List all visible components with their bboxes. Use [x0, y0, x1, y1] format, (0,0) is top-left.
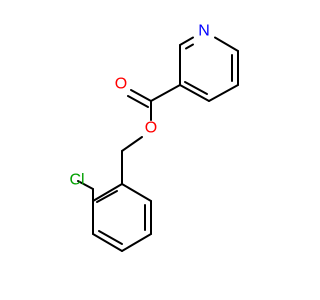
bond-pyridine-c2-n-double: [185, 43, 194, 50]
ester-oxygen-label: O: [145, 120, 157, 137]
bond-pyridine-n-c6: [214, 36, 239, 52]
bond-pyridine-c5-c4: [208, 84, 239, 102]
bond-ester-o-ch2: [121, 136, 143, 152]
bond-ring-carbonyl: [150, 84, 181, 102]
bond-benzene-c1-c2: [92, 183, 123, 202]
bond-pyridine-c4-c3-double: [184, 81, 208, 95]
bond-benzene-c4-c5: [121, 233, 152, 252]
bond-benzene-c6-c1: [121, 183, 152, 202]
bond-carbonyl-double-2: [127, 95, 149, 108]
bond-benzene-c3-c4: [92, 233, 123, 252]
bond-benzene-c3-c4-double: [98, 230, 123, 245]
bond-carbonyl-double-1: [130, 89, 152, 102]
bond-pyridine-c2-n: [179, 36, 194, 46]
chlorine-label: Cl: [69, 172, 84, 189]
carbonyl-oxygen-label: O: [115, 76, 127, 93]
bond-pyridine-c4-c3: [179, 84, 210, 102]
nitrogen-label: N: [198, 23, 210, 40]
bond-benzene-cl-ext: [77, 180, 94, 190]
bond-benzene-c1-c2-double: [96, 190, 118, 203]
molecule-structure: N O O Cl: [69, 23, 239, 252]
structure-canvas: N O O Cl: [69, 23, 239, 252]
